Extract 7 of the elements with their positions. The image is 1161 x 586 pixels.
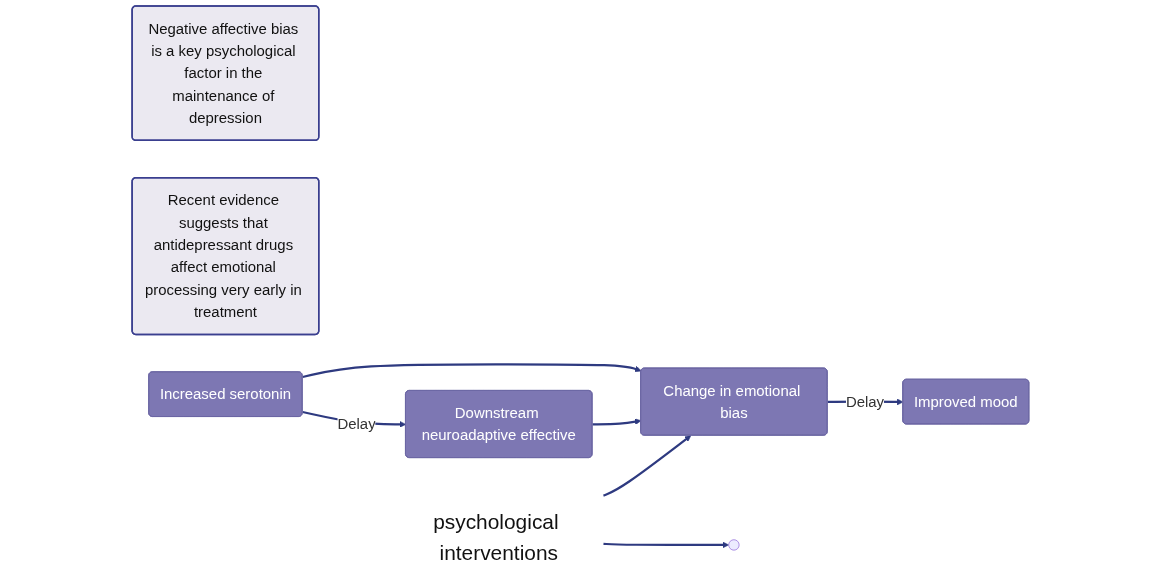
arrow — [302, 363, 642, 379]
arrow — [602, 435, 692, 497]
arrow — [603, 541, 729, 549]
edge-label: Delay — [845, 393, 885, 410]
arrow — [592, 418, 642, 426]
edge-label: Delay — [337, 415, 376, 433]
node-text: psychological interventions — [433, 509, 559, 565]
